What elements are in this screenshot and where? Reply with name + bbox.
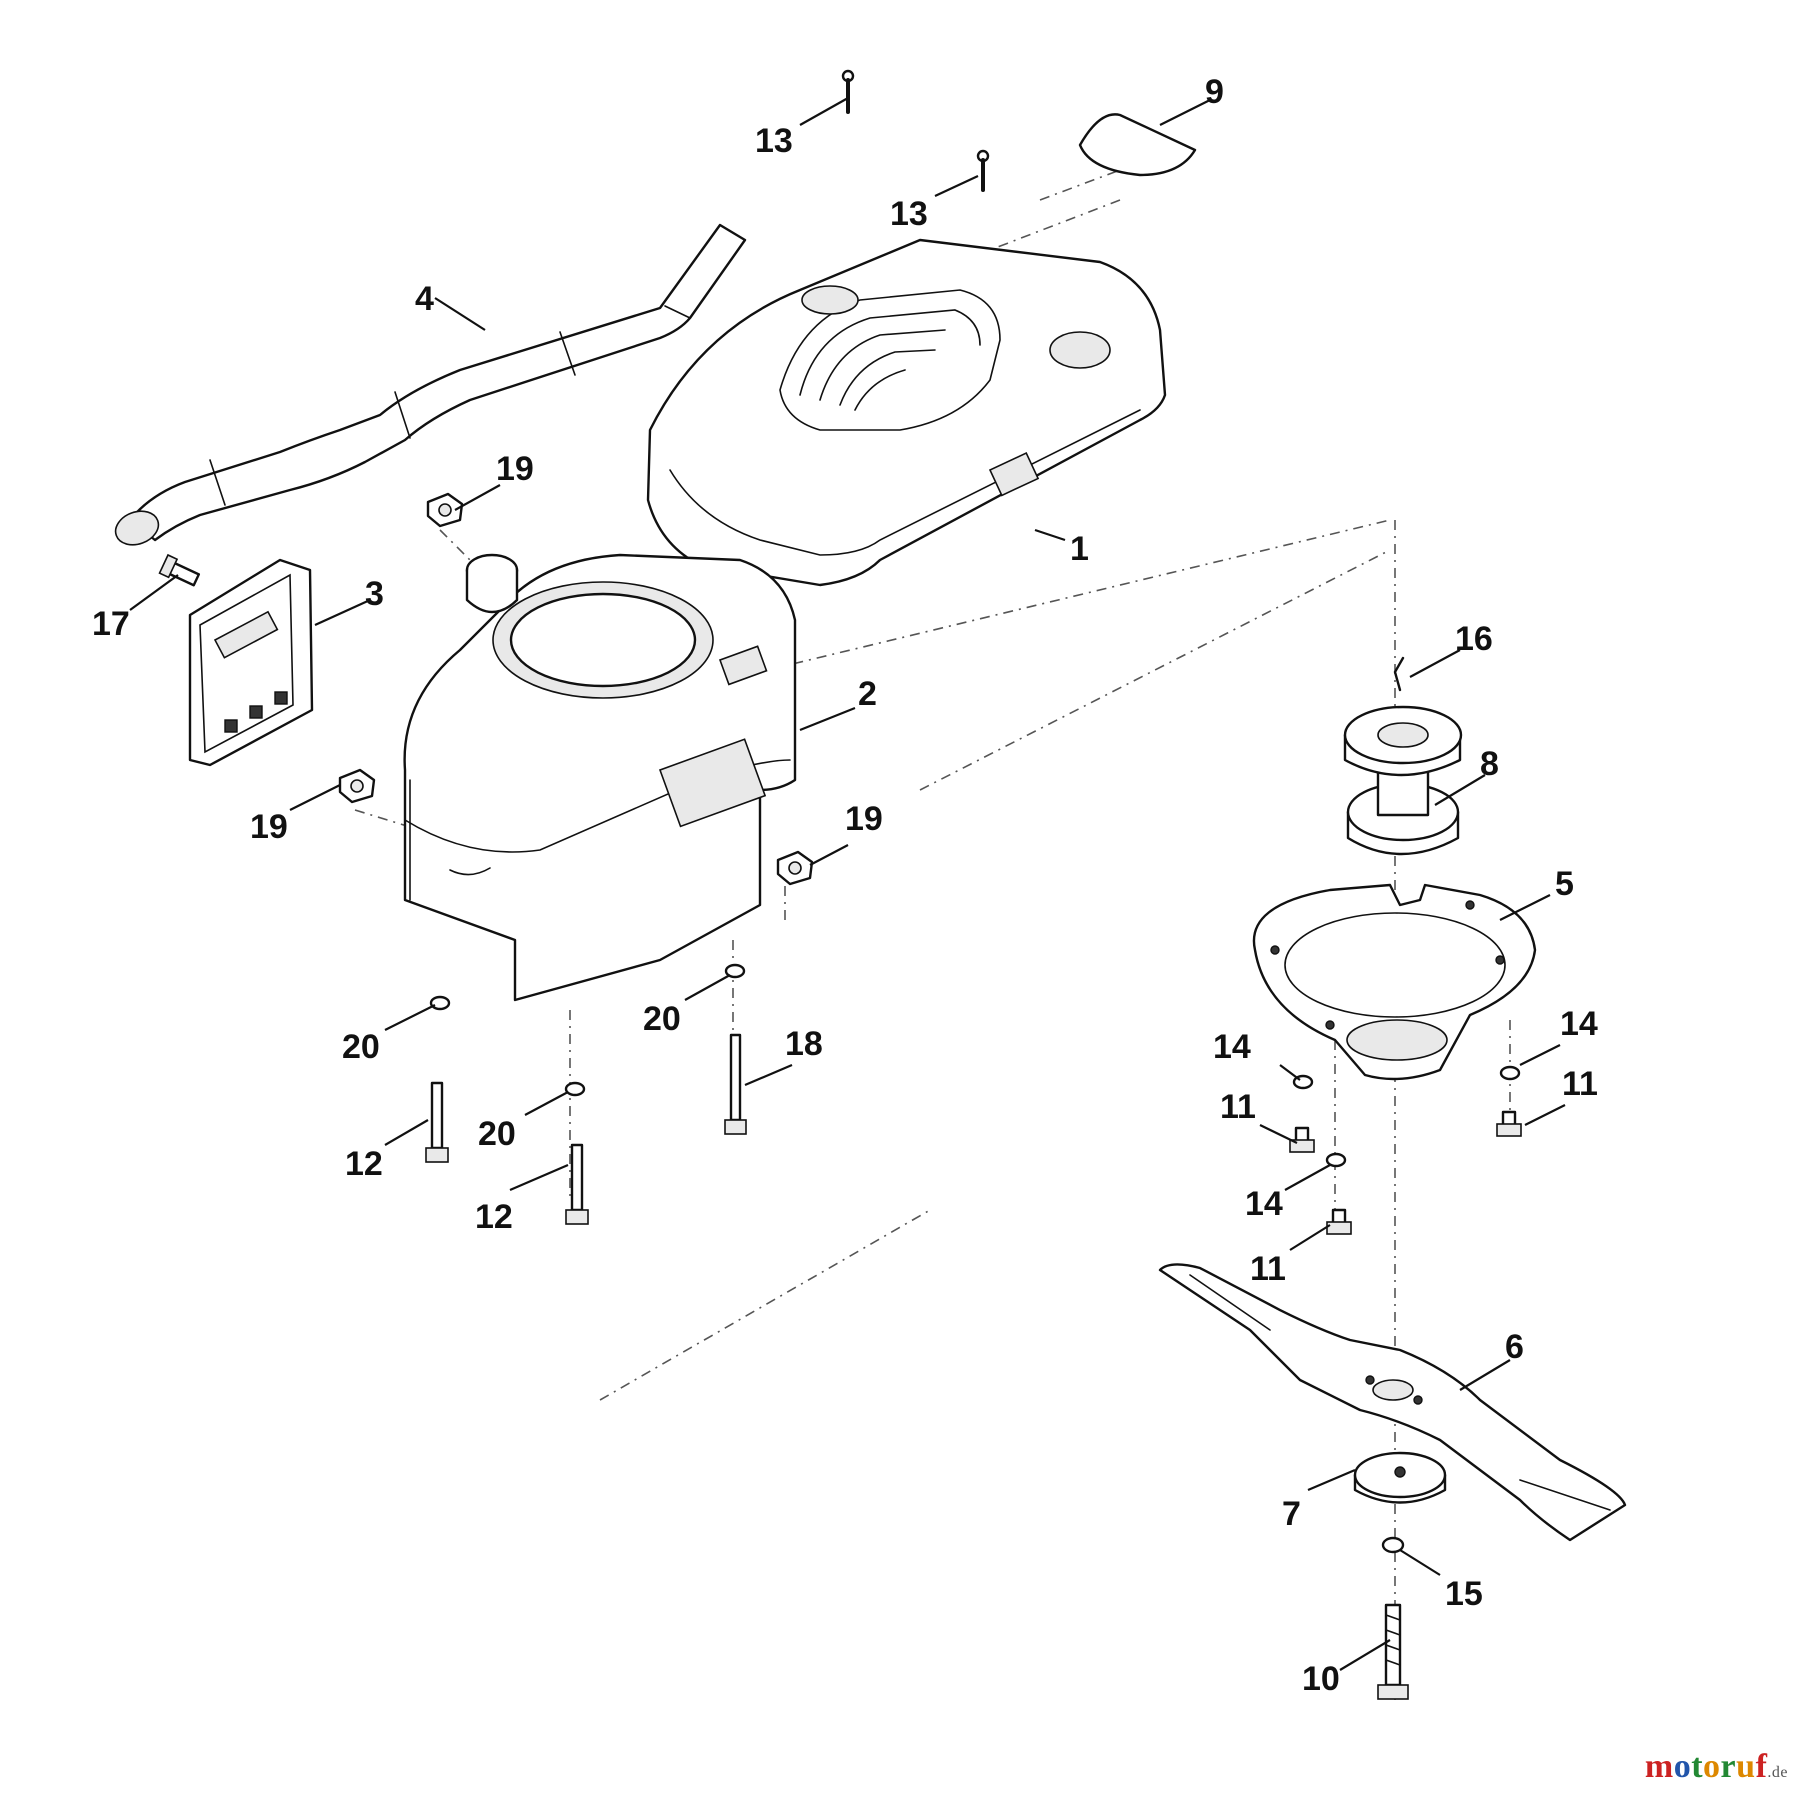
callout-19-b: 19 — [250, 808, 288, 846]
part-pipe — [114, 223, 747, 546]
part-pulley — [1343, 705, 1463, 856]
callout-12-b: 12 — [475, 1198, 513, 1236]
callout-3: 3 — [365, 575, 384, 613]
callout-labels: 1 2 3 4 5 6 7 8 9 10 11 11 11 12 12 13 1… — [92, 73, 1598, 1698]
callout-20-a: 20 — [342, 1028, 380, 1066]
watermark-brand-accent: ruf — [1720, 1748, 1768, 1785]
part-bolt-11 — [1289, 1110, 1522, 1235]
part-washer-15 — [1381, 1536, 1405, 1554]
watermark-logo: motoruf.de — [1645, 1748, 1788, 1786]
callout-13-a: 13 — [755, 122, 793, 160]
part-screw-13 — [841, 69, 990, 192]
callout-14-b: 14 — [1245, 1185, 1283, 1223]
part-washer-14 — [1292, 1065, 1521, 1168]
callout-9: 9 — [1205, 73, 1224, 111]
part-top-cover — [646, 238, 1167, 587]
callout-14-a: 14 — [1213, 1028, 1251, 1066]
callout-5: 5 — [1555, 865, 1574, 903]
part-engine — [403, 553, 797, 1002]
callout-11-c: 11 — [1562, 1065, 1598, 1103]
leader-lines — [129, 97, 1566, 1671]
callout-19-a: 19 — [496, 450, 534, 488]
callout-15: 15 — [1445, 1575, 1483, 1613]
part-nut-19 — [338, 492, 814, 886]
part-bolt-12 — [425, 1081, 589, 1225]
watermark-brand: moto — [1644, 1748, 1721, 1785]
callout-17: 17 — [92, 605, 130, 643]
watermark-suffix: .de — [1767, 1764, 1788, 1781]
part-dish — [1252, 883, 1537, 1081]
part-washer-20 — [429, 963, 746, 1097]
callout-10: 10 — [1302, 1660, 1340, 1698]
callout-2: 2 — [858, 675, 877, 713]
callout-11-a: 11 — [1220, 1088, 1256, 1126]
callout-7: 7 — [1282, 1495, 1301, 1533]
callout-12-a: 12 — [345, 1145, 383, 1183]
callout-1: 1 — [1070, 530, 1089, 568]
part-pin-16 — [1393, 656, 1405, 692]
callout-8: 8 — [1480, 745, 1499, 783]
callout-14-c: 14 — [1560, 1005, 1598, 1043]
part-bolt-10 — [1377, 1603, 1409, 1700]
callout-6: 6 — [1505, 1328, 1524, 1366]
part-bolt-17 — [158, 553, 201, 587]
callout-18: 18 — [785, 1025, 823, 1063]
callout-19-c: 19 — [845, 800, 883, 838]
callout-11-b: 11 — [1250, 1250, 1286, 1288]
part-bracket — [188, 558, 314, 767]
callout-13-b: 13 — [890, 195, 928, 233]
callout-20-c: 20 — [478, 1115, 516, 1153]
callout-4: 4 — [415, 280, 434, 318]
part-blade — [1158, 1263, 1627, 1542]
callout-20-b: 20 — [643, 1000, 681, 1038]
part-bolt-18 — [724, 1033, 747, 1135]
callout-16: 16 — [1455, 620, 1493, 658]
part-decal — [1078, 113, 1197, 177]
part-disc — [1353, 1451, 1447, 1504]
